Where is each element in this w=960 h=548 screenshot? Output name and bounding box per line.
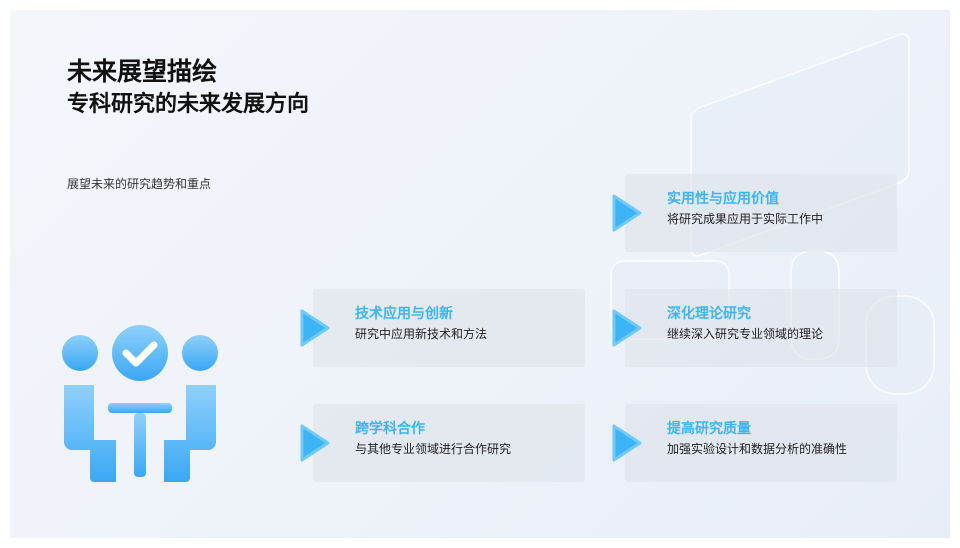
- play-triangle-icon: [300, 309, 330, 347]
- card-theory: 深化理论研究 继续深入研究专业领域的理论: [612, 289, 897, 367]
- play-triangle-icon: [612, 424, 642, 462]
- card-desc: 将研究成果应用于实际工作中: [667, 212, 824, 226]
- card-title: 实用性与应用价值: [667, 191, 779, 207]
- card-desc: 加强实验设计和数据分析的准确性: [667, 442, 848, 456]
- card-tech-innovation: 技术应用与创新 研究中应用新技术和方法: [300, 289, 585, 367]
- card-desc: 研究中应用新技术和方法: [355, 327, 488, 341]
- card-title: 跨学科合作: [355, 421, 425, 437]
- play-triangle-icon: [612, 309, 642, 347]
- card-desc: 与其他专业领域进行合作研究: [355, 442, 512, 456]
- title-line-1: 未来展望描绘: [67, 57, 218, 86]
- play-triangle-icon: [612, 194, 642, 232]
- slide: 未来展望描绘 专科研究的未来发展方向 展望未来的研究趋势和重点 实用性与应用价值…: [10, 10, 950, 538]
- card-title: 深化理论研究: [667, 306, 751, 322]
- card-interdisciplinary: 跨学科合作 与其他专业领域进行合作研究: [300, 404, 585, 482]
- subtitle: 展望未来的研究趋势和重点: [67, 177, 212, 191]
- play-triangle-icon: [300, 424, 330, 462]
- card-title: 提高研究质量: [667, 421, 751, 437]
- team-check-icon: [62, 325, 218, 482]
- card-quality: 提高研究质量 加强实验设计和数据分析的准确性: [612, 404, 897, 482]
- page-title: 未来展望描绘 专科研究的未来发展方向: [67, 55, 309, 121]
- card-practical-value: 实用性与应用价值 将研究成果应用于实际工作中: [612, 174, 897, 252]
- title-line-2: 专科研究的未来发展方向: [67, 92, 310, 117]
- card-desc: 继续深入研究专业领域的理论: [667, 327, 824, 341]
- card-title: 技术应用与创新: [355, 306, 453, 322]
